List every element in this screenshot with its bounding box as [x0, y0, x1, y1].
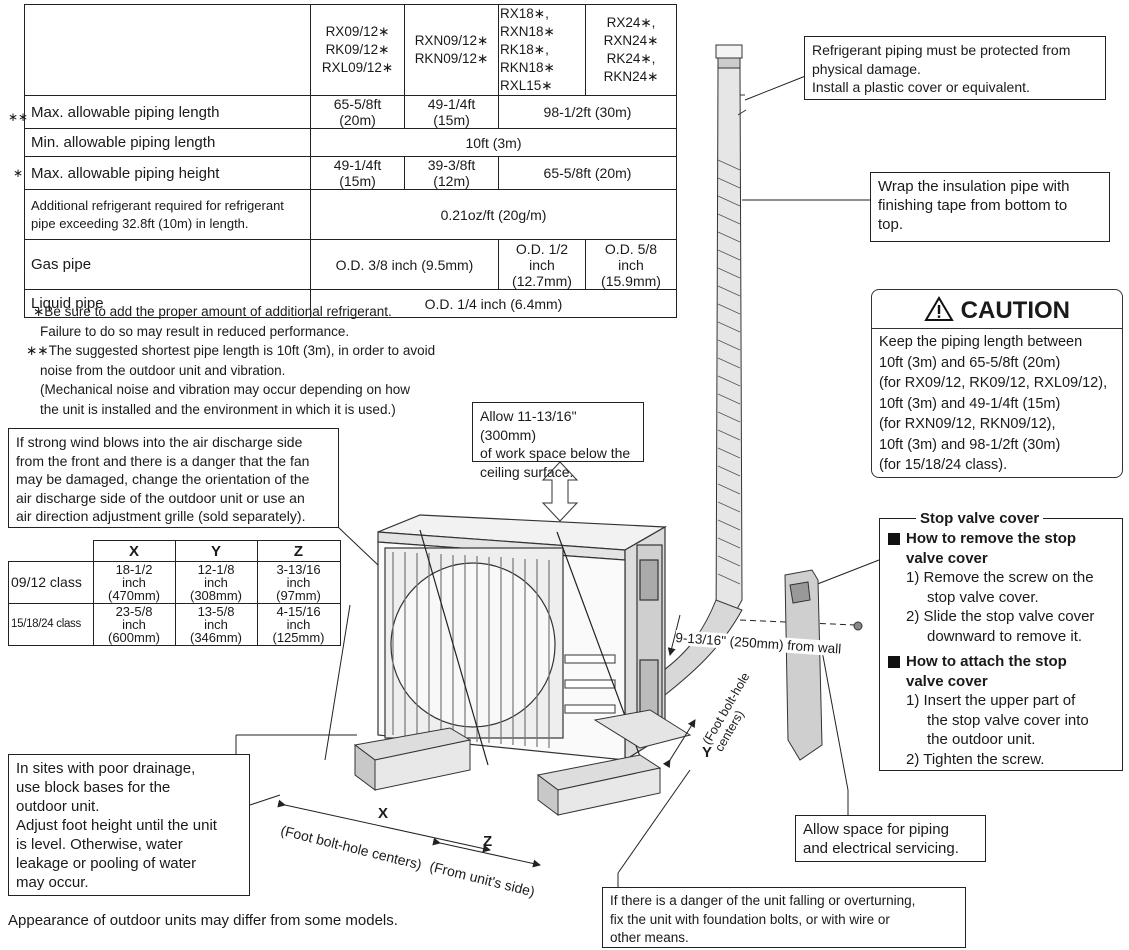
tape-wrap: [717, 159, 741, 585]
table-row-min-length: Min. allowable piping length 10ft (3m): [24, 128, 677, 157]
model-header-4: RX24∗, RXN24∗RK24∗, RKN24∗: [585, 4, 677, 96]
table-row-max-height: Max. allowable piping height 49-1/4ft (1…: [24, 156, 677, 190]
notes: ∗Be sure to add the proper amount of add…: [26, 304, 436, 417]
footer-note: Appearance of outdoor units may differ f…: [8, 912, 398, 929]
bullet-square-icon: [888, 533, 900, 545]
table-row-gas-pipe: Gas pipe O.D. 3/8 inch (9.5mm) O.D. 1/2 …: [24, 239, 677, 290]
callout-strong-wind: If strong wind blows into the air discha…: [8, 428, 339, 528]
table-row-max-length: Max. allowable piping length 65-5/8ft (2…: [24, 95, 677, 129]
double-asterisk-mark: ∗∗: [8, 110, 29, 124]
workspace-arrow: [541, 461, 579, 522]
asterisk-mark: ∗: [13, 166, 24, 180]
bullet-square-icon: [888, 656, 900, 668]
dim-z-label: Z: [483, 833, 493, 850]
dim-x-label: X: [378, 805, 389, 822]
piping-spec-table: RX09/12∗RK09/12∗RXL09/12∗ RXN09/12∗RKN09…: [24, 4, 677, 318]
leader-lines: [235, 74, 880, 887]
table-row-liquid-pipe: Liquid pipe O.D. 1/4 inch (6.4mm): [24, 289, 677, 318]
insulated-pipe: [715, 44, 747, 641]
table-row-additional-refrigerant: Additional refrigerant required for refr…: [24, 189, 677, 240]
stop-valve-cover: [784, 569, 863, 761]
caution-title: CAUTION: [872, 290, 1122, 329]
model-header-2: RXN09/12∗RKN09/12∗: [404, 4, 499, 96]
callout-protect-piping: Refrigerant piping must be protected fro…: [804, 36, 1106, 100]
stop-valve-title: Stop valve cover: [916, 509, 1044, 529]
callout-poor-drainage: In sites with poor drainage,use block ba…: [8, 754, 250, 896]
model-header-3: RX18∗, RXN18∗RK18∗, RKN18∗RXL15∗: [498, 4, 586, 96]
warning-triangle-icon: [924, 296, 954, 321]
callout-workspace: Allow 11-13/16" (300mm)of work space bel…: [472, 402, 644, 480]
dim-y-label: Y: [702, 744, 713, 761]
callout-unit-falling: If there is a danger of the unit falling…: [602, 887, 966, 948]
